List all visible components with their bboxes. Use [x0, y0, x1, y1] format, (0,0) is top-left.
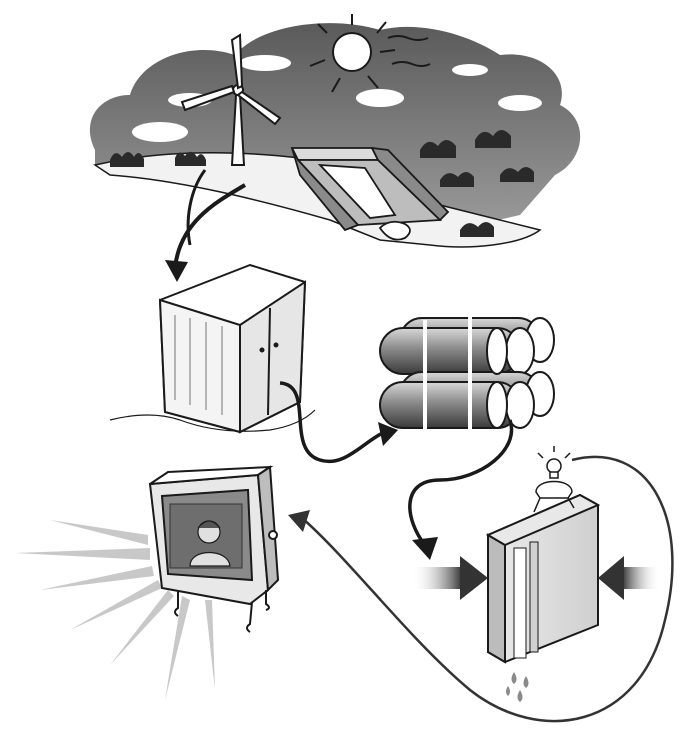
cloud: [132, 122, 188, 142]
tv-leg: [266, 590, 269, 610]
tv-knob: [269, 531, 277, 539]
television: [15, 467, 278, 700]
cloud: [498, 95, 542, 111]
fuel-cell: [412, 495, 660, 662]
water-drops-icon: [506, 672, 529, 702]
cloud: [356, 89, 404, 107]
hydrogen-tanks: [380, 316, 554, 430]
renewable-landscape: [90, 14, 580, 247]
tv-leg: [247, 602, 252, 632]
tv-leg: [175, 590, 178, 616]
electrolyzer-cabinet: [110, 265, 315, 432]
cloud: [239, 55, 291, 71]
cloud: [452, 64, 488, 76]
